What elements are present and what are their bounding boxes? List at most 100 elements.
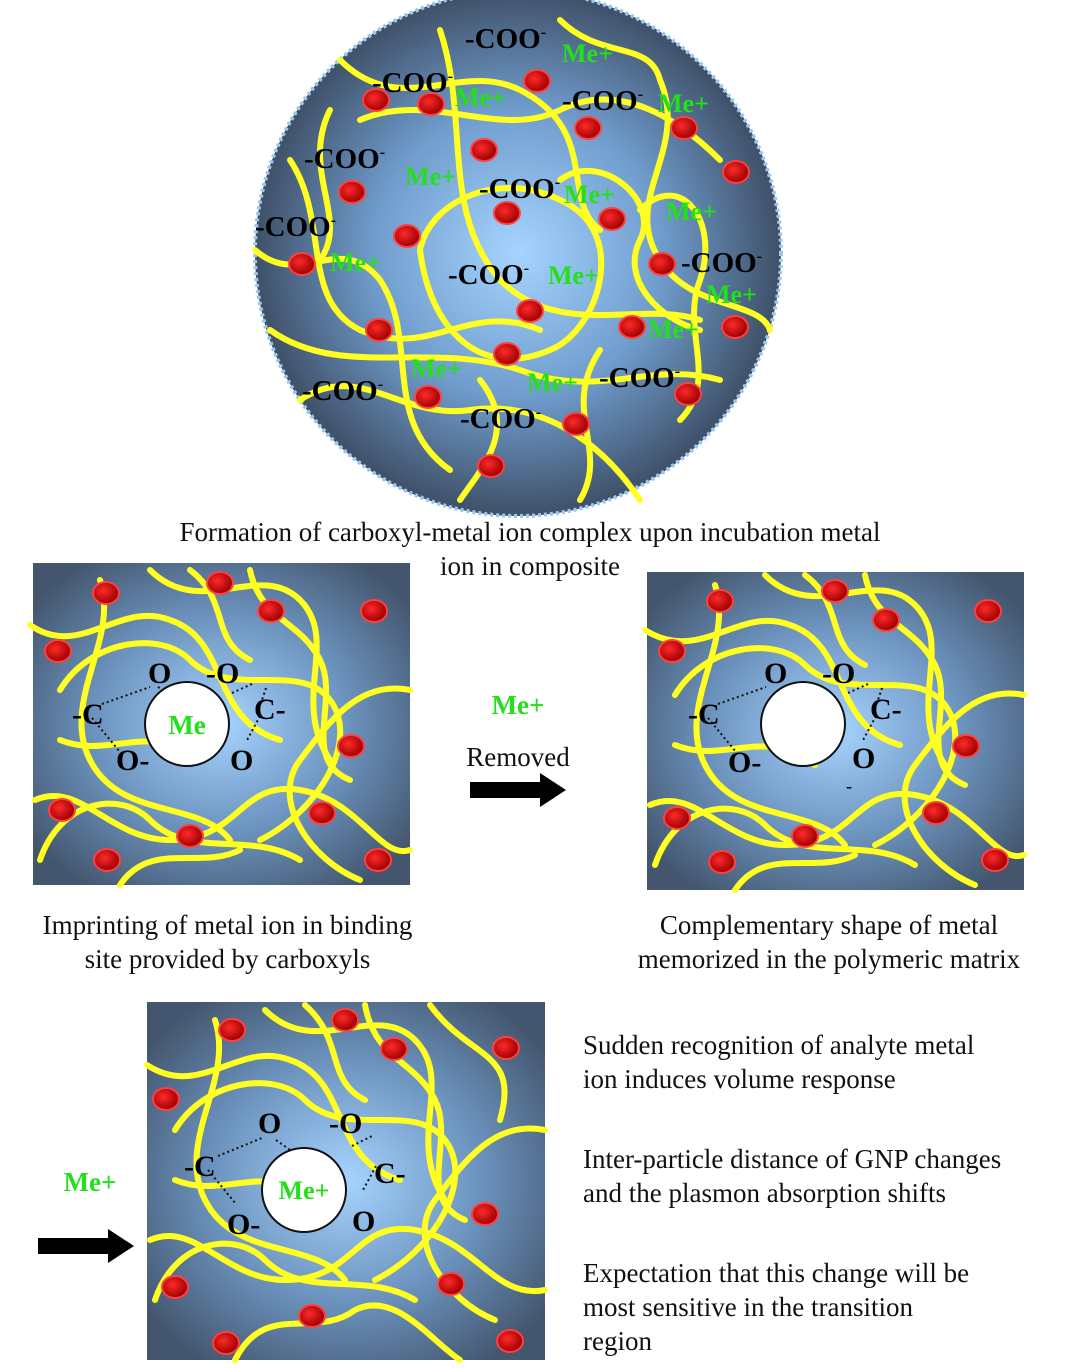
bond-line — [91, 717, 121, 753]
polymer-chain — [693, 582, 848, 848]
gold-nanoparticle — [974, 599, 1002, 623]
binding-site-atoms: O -O -C C- O- O — [184, 1107, 406, 1241]
empty-cavity-circle — [760, 681, 846, 767]
bond-line — [877, 687, 883, 701]
atom-label: C- — [374, 1157, 406, 1190]
polymer-chain — [637, 192, 709, 423]
caption-line: site provided by carboxyls — [84, 944, 371, 974]
atom-label: -C — [184, 1150, 216, 1183]
note-line: ion induces volume response — [583, 1064, 896, 1094]
arrow-icon — [470, 773, 566, 807]
carboxyl-label: -COO- — [479, 173, 560, 205]
carboxyl-label: -COO- — [681, 247, 762, 279]
carboxyl-labels: -COO- -COO- -COO- -COO- -COO- -COO- -COO… — [255, 23, 762, 435]
gold-nanoparticle — [721, 315, 749, 339]
carboxyl-label: -COO- — [460, 403, 541, 435]
gold-nanoparticle — [257, 599, 285, 623]
note-line: Sudden recognition of analyte metal — [583, 1030, 975, 1060]
bond-line — [261, 687, 267, 701]
recognition-panel: Me+ O -O -C C- O- O Me+ — [38, 1002, 548, 1363]
binding-site-atoms: O -O -C C- O- O — [72, 657, 286, 777]
gold-nanoparticle — [674, 382, 702, 406]
polymer-chain — [417, 185, 605, 362]
gold-nanoparticle — [308, 801, 336, 825]
gold-nanoparticle — [493, 201, 521, 225]
sphere-boundary — [253, 0, 783, 518]
metal-ion-label: Me+ — [562, 39, 613, 68]
gold-nanoparticle — [922, 801, 950, 825]
bond-line — [207, 1169, 237, 1205]
gold-nanoparticle — [670, 116, 698, 140]
gold-nanoparticle — [338, 180, 366, 204]
carboxyl-label: -COO- — [302, 375, 383, 407]
metal-ion-labels: Me+ Me+ Me+ Me+ Me+ Me+ Me+ Me+ Me+ Me+ … — [330, 39, 757, 397]
carboxyl-label: -COO- — [465, 23, 546, 55]
polymer-chain — [647, 790, 1027, 860]
gold-nanoparticle — [706, 589, 734, 613]
atom-label: O- — [116, 744, 149, 777]
polymer-chain — [193, 1017, 348, 1283]
polymer-chain — [286, 685, 413, 883]
metal-ion-label: Me+ — [411, 354, 462, 383]
carboxyl-label: -COO- — [255, 211, 336, 243]
gold-nanoparticle — [791, 824, 819, 848]
note-plasmon-shift: Inter-particle distance of GNP changes a… — [583, 1142, 1088, 1210]
carboxyl-label: -COO- — [304, 143, 385, 175]
gold-nanoparticle — [417, 92, 445, 116]
metal-ion-label: Me+ — [564, 180, 615, 209]
metal-ion-label: Me+ — [527, 368, 578, 397]
polymer-chain — [267, 327, 723, 385]
metal-ion-label: Me+ — [666, 197, 717, 226]
polymer-chains — [252, 17, 773, 503]
polymer-chain — [147, 567, 333, 763]
bond-line — [351, 1135, 373, 1147]
gold-nanoparticle — [471, 1202, 499, 1226]
polymer-chain — [27, 612, 283, 743]
gold-nanoparticle — [523, 69, 551, 93]
metal-ion-label: Me+ — [405, 162, 456, 191]
bond-line — [101, 686, 151, 705]
gold-nanoparticle — [44, 639, 72, 663]
atom-label: -C — [688, 698, 720, 731]
polymer-chain — [317, 107, 333, 263]
gold-nanoparticle — [362, 88, 390, 112]
polymer-chain — [152, 1240, 418, 1303]
arrow-icon — [38, 1229, 134, 1263]
gold-nanoparticle — [598, 207, 626, 231]
imprinted-panel: Me O -O -C C- O- O — [27, 563, 413, 888]
polymer-chain — [147, 1225, 548, 1295]
composite-sphere: -COO- -COO- -COO- -COO- -COO- -COO- -COO… — [252, 0, 783, 518]
atom-label: O — [764, 657, 787, 690]
gold-nanoparticle — [152, 1087, 180, 1111]
gold-nanoparticle — [722, 160, 750, 184]
polymer-chain — [187, 567, 253, 663]
metal-ion-label: Me+ — [330, 248, 381, 277]
polymer-chain — [732, 852, 858, 893]
metal-ion-circle — [261, 1147, 347, 1233]
carboxyl-label: -COO- — [372, 67, 453, 99]
atom-label: O — [230, 744, 253, 777]
nanoparticles-left — [44, 571, 392, 872]
metal-ion-label: Me+ — [706, 280, 757, 309]
polymer-chain — [32, 785, 413, 855]
metal-ion-label: Me — [168, 710, 205, 740]
gold-nanoparticle — [92, 581, 120, 605]
top-caption: Formation of carboxyl-metal ion complex … — [80, 515, 980, 583]
gold-nanoparticle — [337, 734, 365, 758]
bond-line — [231, 683, 253, 694]
atom-label: -O — [329, 1107, 362, 1140]
note-volume-response: Sudden recognition of analyte metal ion … — [583, 1028, 1083, 1096]
atom-label: -C — [72, 698, 104, 731]
gold-nanoparticle — [298, 1304, 326, 1328]
gold-nanoparticle — [981, 848, 1009, 872]
gold-nanoparticle — [493, 342, 521, 366]
polymer-chain — [297, 383, 643, 503]
charge-label: - — [846, 776, 852, 796]
nanoparticles-top — [288, 69, 750, 478]
atom-label: -O — [822, 657, 855, 690]
gold-nanoparticle — [470, 138, 498, 162]
caption-line: Formation of carboxyl-metal ion complex … — [179, 517, 881, 547]
polymer-chain — [642, 617, 903, 748]
atom-label: C- — [254, 693, 286, 726]
polymer-chain — [457, 377, 501, 503]
